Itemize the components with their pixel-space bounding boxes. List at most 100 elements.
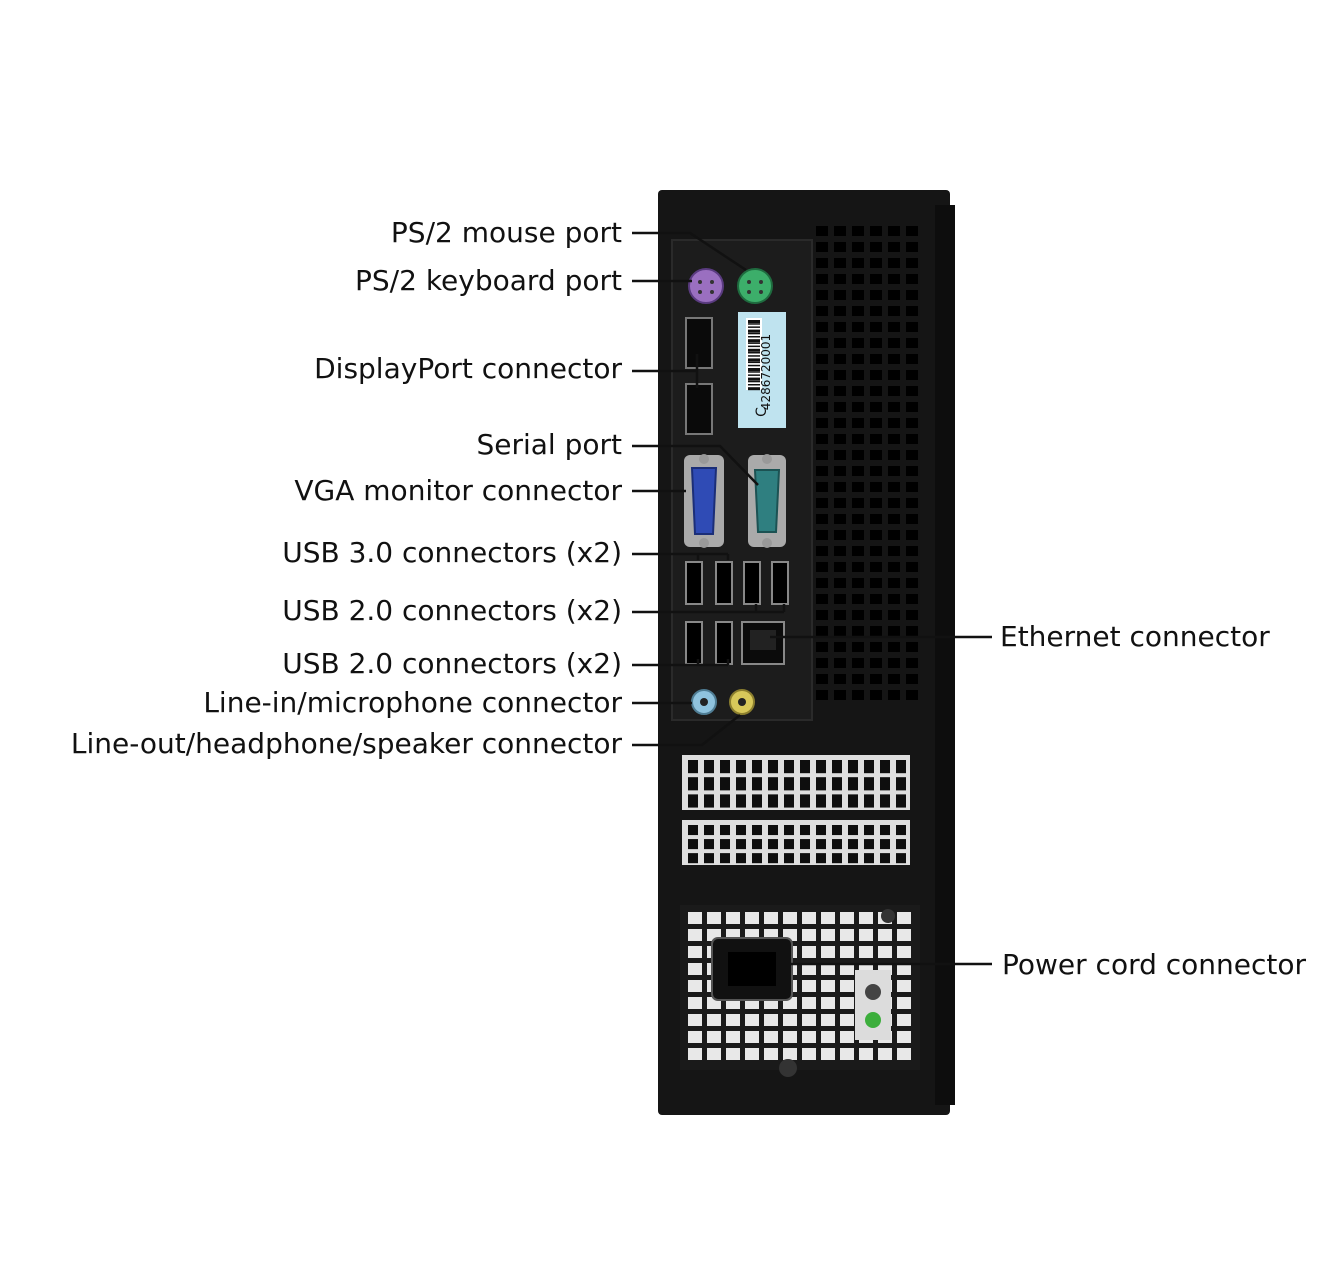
slot-vent-hole — [720, 794, 730, 808]
psu-vent-hole — [688, 1048, 702, 1060]
barcode-bar — [748, 377, 760, 381]
vent-hole — [834, 482, 846, 492]
vent-hole — [834, 370, 846, 380]
barcode-bar — [748, 320, 760, 323]
barcode-bar — [748, 371, 760, 373]
vent-hole — [870, 338, 882, 348]
vent-hole — [852, 386, 864, 396]
barcode-bar — [748, 345, 760, 348]
vent-hole — [888, 610, 900, 620]
vent-hole — [870, 530, 882, 540]
label-ps2-mouse-port: PS/2 mouse port — [390, 216, 622, 249]
audio-jacks — [691, 689, 755, 715]
psu-vent-hole — [897, 997, 911, 1009]
barcode-bar — [748, 352, 760, 354]
psu-vent-hole — [707, 1031, 721, 1043]
slot-vent-hole — [784, 794, 794, 808]
slot-vent-hole — [736, 777, 746, 791]
slot-vent-hole — [848, 839, 858, 850]
slot-vent-hole — [864, 853, 874, 864]
vent-hole — [852, 690, 864, 700]
slot-vent-hole — [704, 777, 714, 791]
slot-vent-hole — [816, 777, 826, 791]
slot-vent-hole — [816, 825, 826, 836]
vent-hole — [834, 290, 846, 300]
vent-hole — [888, 418, 900, 428]
vent-hole — [816, 450, 828, 460]
psu-vent-hole — [802, 912, 816, 924]
vent-hole — [870, 690, 882, 700]
psu-vent-hole — [840, 912, 854, 924]
slot-vent-hole — [704, 853, 714, 864]
psu-vent-hole — [745, 1014, 759, 1026]
vent-hole — [906, 562, 918, 572]
label-ethernet-connector: Ethernet connector — [1000, 620, 1270, 653]
vent-hole — [888, 322, 900, 332]
vent-hole — [852, 450, 864, 460]
vent-hole — [834, 562, 846, 572]
vent-hole — [888, 434, 900, 444]
vent-hole — [888, 498, 900, 508]
slot-vent-hole — [784, 825, 794, 836]
slot-vent-hole — [736, 839, 746, 850]
serial-port-graphic — [748, 454, 786, 548]
vent-hole — [888, 370, 900, 380]
displayport-graphic — [685, 317, 713, 435]
slot-vent-hole — [784, 853, 794, 864]
vent-hole — [870, 466, 882, 476]
psu-vent-hole — [745, 1048, 759, 1060]
slot-vent-hole — [848, 777, 858, 791]
vent-hole — [888, 386, 900, 396]
vent-hole — [834, 530, 846, 540]
slot-vent-hole — [864, 825, 874, 836]
barcode-bar — [748, 355, 760, 357]
slot-vent-hole — [832, 853, 842, 864]
slot-vent-hole — [816, 760, 826, 774]
vent-hole — [816, 242, 828, 252]
slot-vent-hole — [768, 794, 778, 808]
slot-vent-hole — [736, 794, 746, 808]
vent-hole — [906, 450, 918, 460]
vent-hole — [870, 626, 882, 636]
vent-hole — [888, 306, 900, 316]
vent-hole — [852, 578, 864, 588]
ps2-keyboard-port-graphic — [688, 268, 724, 304]
vent-hole — [816, 418, 828, 428]
psu-vent-hole — [878, 946, 892, 958]
vent-hole — [852, 594, 864, 604]
psu-vent-hole — [688, 912, 702, 924]
vent-hole — [816, 626, 828, 636]
vent-hole — [852, 242, 864, 252]
psu-vent-hole — [840, 997, 854, 1009]
psu-vent-hole — [821, 929, 835, 941]
vent-hole — [834, 258, 846, 268]
label-line-in-microphone: Line-in/microphone connector — [203, 686, 622, 719]
slot-vent-hole — [720, 825, 730, 836]
vent-hole — [816, 562, 828, 572]
psu-vent-hole — [764, 912, 778, 924]
psu-vent-hole — [802, 1048, 816, 1060]
psu-vent-hole — [783, 1014, 797, 1026]
vent-hole — [852, 658, 864, 668]
vent-hole — [870, 482, 882, 492]
vent-hole — [852, 626, 864, 636]
psu-vent-hole — [802, 980, 816, 992]
vent-hole — [834, 306, 846, 316]
vent-hole — [852, 674, 864, 684]
psu-vent-hole — [821, 963, 835, 975]
vent-hole — [816, 258, 828, 268]
psu-vent-hole — [688, 980, 702, 992]
slot-vent-hole — [800, 853, 810, 864]
vent-hole — [870, 546, 882, 556]
vent-hole — [870, 562, 882, 572]
psu-vent-hole — [897, 980, 911, 992]
slot-vent-hole — [880, 777, 890, 791]
vent-hole — [906, 434, 918, 444]
psu-vent-hole — [897, 912, 911, 924]
label-line-out-headphone-speaker: Line-out/headphone/speaker connector — [70, 727, 622, 760]
barcode-bar — [748, 358, 760, 362]
ps2-mouse-port-graphic — [737, 268, 773, 304]
usb-port-group — [685, 561, 789, 665]
